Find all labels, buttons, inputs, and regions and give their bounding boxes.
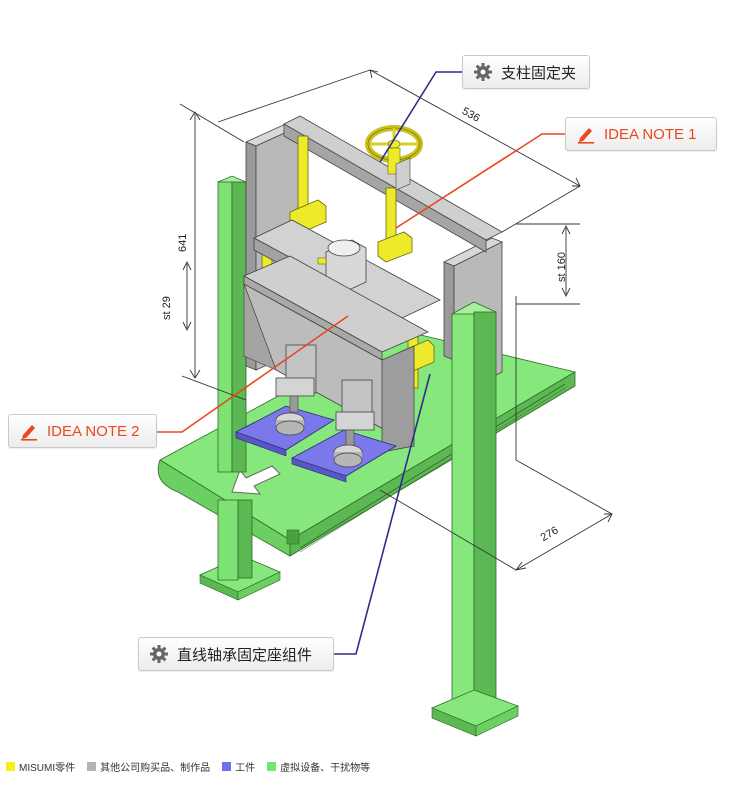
callout-clamp-label: 支柱固定夹 (501, 64, 577, 82)
callout-bearing-label: 直线轴承固定座组件 (177, 646, 313, 664)
dimension-depth: 276 (539, 524, 561, 544)
pressing-pads (275, 344, 375, 468)
dimension-stroke-left: st 29 (161, 296, 173, 320)
legend-label: 虚拟设备、干扰物等 (280, 762, 371, 774)
pencil-icon (19, 421, 39, 441)
conveyor-legs (199, 499, 281, 601)
dimension-height: 641 (177, 234, 189, 252)
dimension-stroke-top: st 160 (556, 252, 568, 282)
left-frame-post (216, 175, 248, 473)
legend-item-other: 其他公司购买品、制作品 (87, 759, 210, 774)
leader-lines (156, 71, 565, 655)
callout-clamp[interactable]: 支柱固定夹 (462, 55, 590, 89)
legend-swatch (6, 761, 15, 771)
leader-bearing (334, 373, 431, 655)
top-beam (283, 115, 503, 253)
callout-bearing[interactable]: 直线轴承固定座组件 (138, 637, 334, 671)
legend: MISUMI零件 其他公司购买品、制作品 工件 虚拟设备、干扰物等 (6, 758, 382, 774)
handwheel (365, 125, 423, 191)
callout-idea-note-1-label: IDEA NOTE 1 (604, 125, 697, 143)
leader-clamp (379, 71, 462, 163)
legend-label: MISUMI零件 (19, 762, 76, 774)
legend-swatch (222, 761, 232, 771)
legend-label: 工件 (235, 762, 256, 774)
leader-idea2 (156, 315, 349, 433)
gear-icon (473, 62, 493, 82)
callout-idea-note-2[interactable]: IDEA NOTE 2 (8, 414, 157, 448)
pencil-icon (576, 124, 596, 144)
callout-idea-note-1[interactable]: IDEA NOTE 1 (565, 117, 717, 151)
dimension-lines (179, 69, 613, 571)
leader-idea1 (395, 133, 565, 229)
legend-item-misumi: MISUMI零件 (6, 759, 75, 774)
legend-item-virtual: 虚拟设备、干扰物等 (267, 759, 370, 774)
legend-item-workpiece: 工件 (222, 759, 255, 774)
legend-swatch (267, 761, 277, 771)
gear-icon (149, 644, 169, 664)
legend-swatch (87, 761, 97, 771)
callout-idea-note-2-label: IDEA NOTE 2 (47, 422, 140, 440)
legend-label: 其他公司购买品、制作品 (100, 762, 211, 774)
right-frame-post (430, 301, 520, 737)
